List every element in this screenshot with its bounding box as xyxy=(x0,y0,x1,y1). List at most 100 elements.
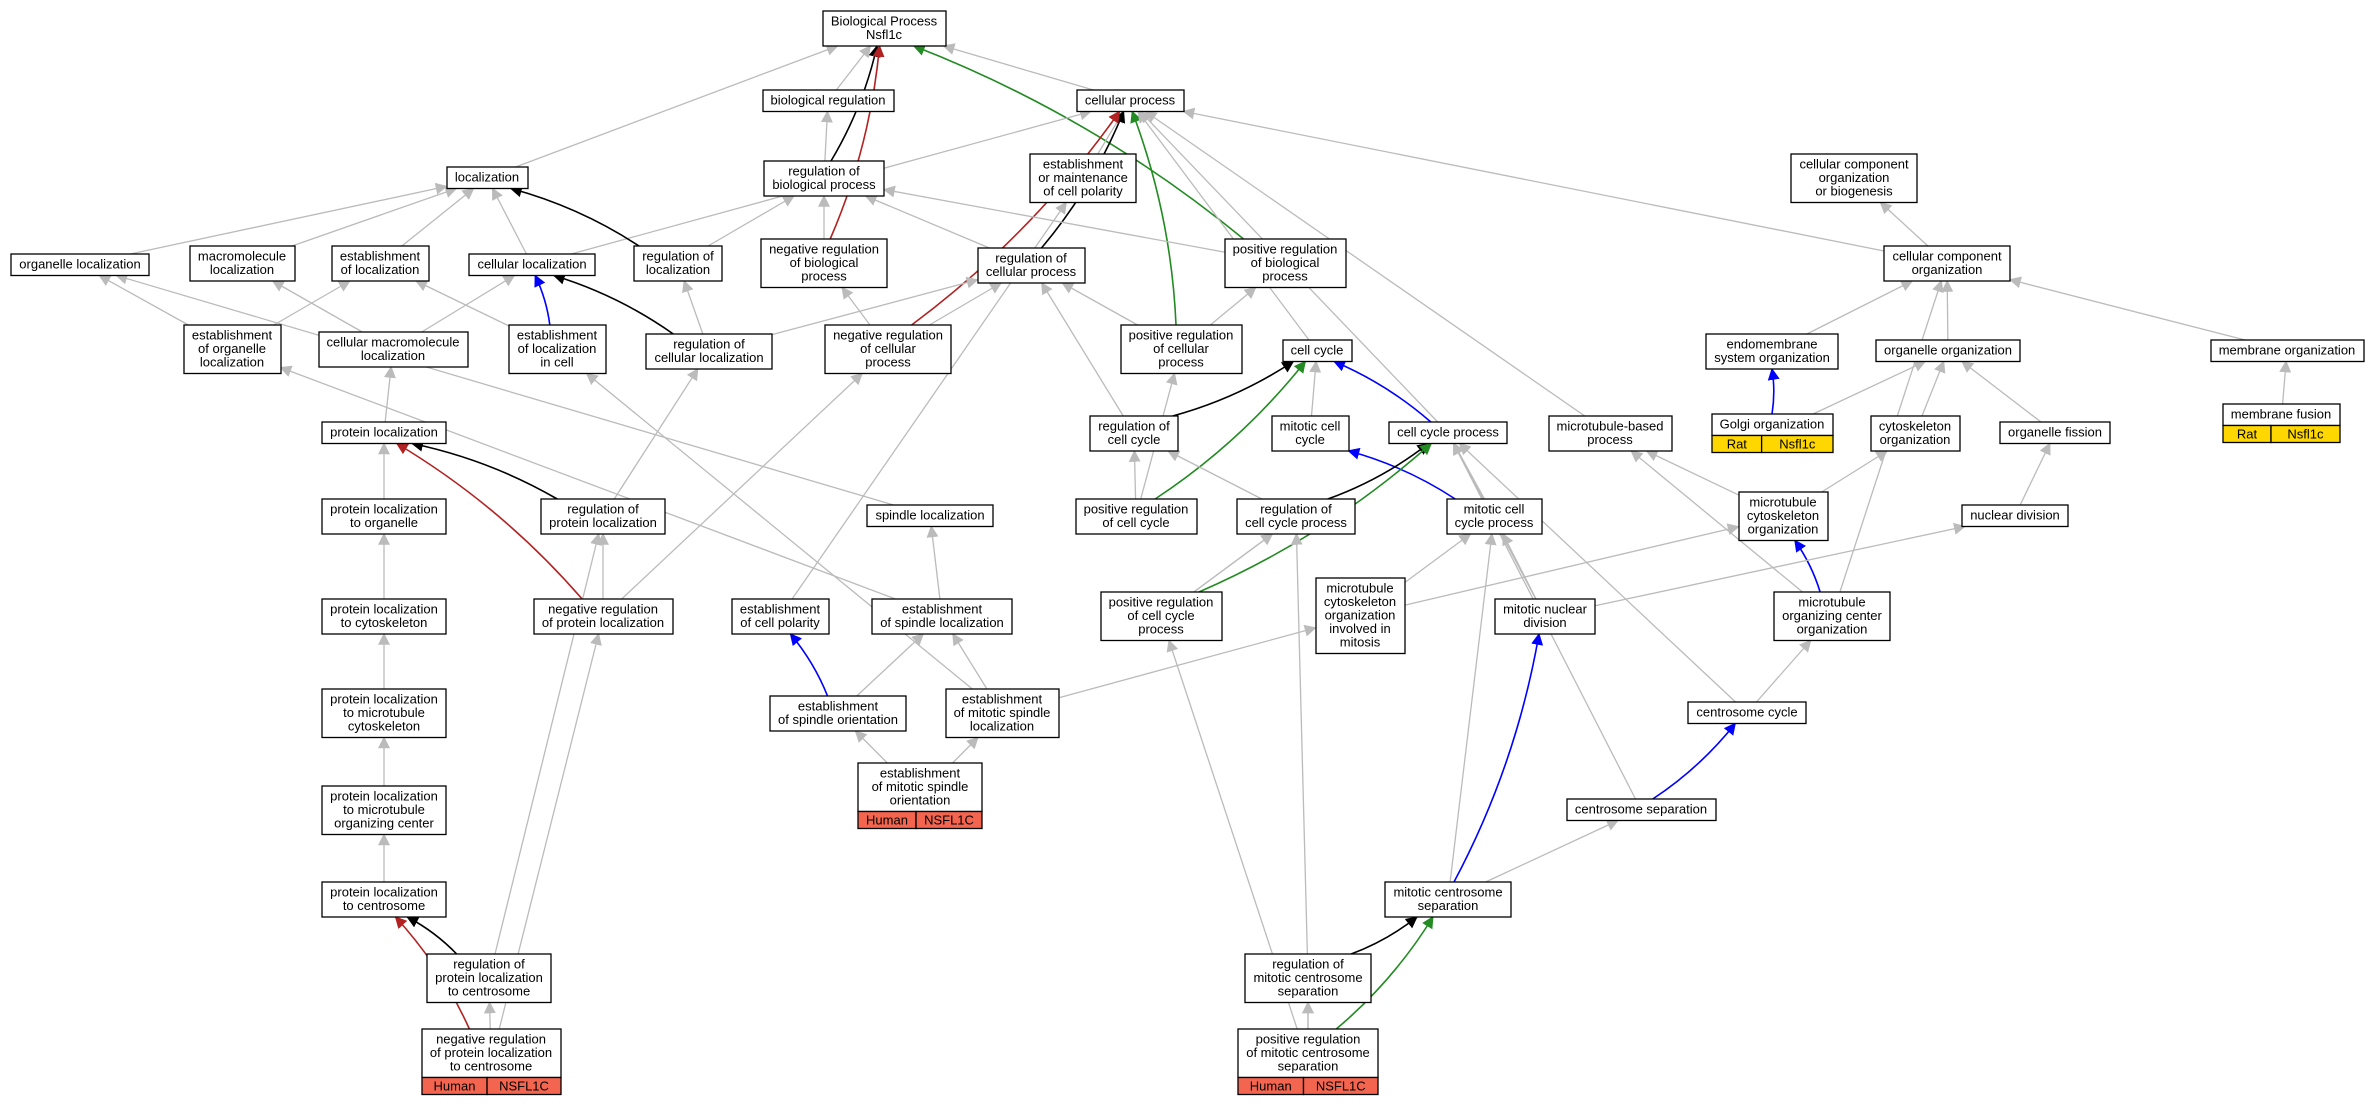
node-label-line: of cell cycle xyxy=(1127,608,1194,623)
node-label-line: Nsfl1c xyxy=(866,27,903,42)
go-term-node-cellloc[interactable]: cellular localization xyxy=(468,253,596,277)
edge-is-a xyxy=(1309,360,1322,417)
go-term-node-loc[interactable]: localization xyxy=(446,166,529,190)
edge-occurs-in xyxy=(1453,632,1544,883)
node-box xyxy=(1237,1028,1379,1079)
node-label-line: of biological xyxy=(790,255,859,270)
edge-regulates xyxy=(410,439,558,500)
node-label-line: membrane organization xyxy=(2219,343,2356,358)
edge-is-a xyxy=(1645,450,1739,496)
node-box xyxy=(540,498,666,535)
edge-is-a xyxy=(401,187,475,247)
node-label-line: positive regulation xyxy=(1084,502,1189,517)
go-term-node-orgfission[interactable]: organelle fission xyxy=(1999,421,2111,445)
edge-is-a xyxy=(291,186,458,247)
edge-is-a xyxy=(1630,450,1803,593)
annotation-tag-label: Human xyxy=(1250,1079,1292,1094)
go-term-node-cellproc[interactable]: cellular process xyxy=(1076,89,1185,113)
node-label-line: establishment xyxy=(880,766,961,781)
node-label-line: localization xyxy=(455,170,519,185)
go-term-node-cellcycle[interactable]: cell cycle xyxy=(1282,339,1353,363)
go-term-node-mtcytomitosis[interactable]: microtubulecytoskeletonorganizationinvol… xyxy=(1315,577,1406,655)
go-term-node-centcycle[interactable]: centrosome cycle xyxy=(1687,701,1807,725)
node-box xyxy=(1120,324,1243,375)
go-term-node-centsep[interactable]: centrosome separation xyxy=(1566,798,1717,822)
annotation-tag-label: Human xyxy=(434,1079,476,1094)
edge-is-a xyxy=(1449,532,1497,883)
go-term-node-nucdiv[interactable]: nuclear division xyxy=(1961,504,2069,528)
edge-is-a xyxy=(483,1001,496,1030)
go-term-node-memorg[interactable]: membrane organization xyxy=(2210,339,2365,363)
node-box xyxy=(822,10,947,47)
node-label-line: positive regulation xyxy=(1129,328,1234,343)
go-term-node-protloc[interactable]: protein localization xyxy=(321,421,447,445)
go-term-node-breg[interactable]: biological regulation xyxy=(762,89,895,113)
node-label-line: protein localization xyxy=(330,425,438,440)
node-box xyxy=(321,421,447,445)
annotation-tag-label: Rat xyxy=(1727,437,1748,452)
go-term-node-orgorg[interactable]: organelle organization xyxy=(1875,339,2021,363)
node-label-line: process xyxy=(1262,269,1308,284)
edge-is-a xyxy=(820,110,833,162)
go-term-node-ccproc[interactable]: cell cycle process xyxy=(1388,421,1508,445)
node-box xyxy=(426,953,552,1004)
node-box xyxy=(762,89,895,113)
go-term-node-orgloc[interactable]: organelle localization xyxy=(10,253,150,277)
annotation-tag-cell xyxy=(1302,1076,1379,1096)
node-label-line: separation xyxy=(1278,984,1339,999)
go-term-node-spindleloc[interactable]: spindle localization xyxy=(866,504,994,528)
node-label-line: cellular process xyxy=(986,264,1077,279)
node-label-line: establishment xyxy=(517,328,598,343)
node-label-line: spindle localization xyxy=(875,508,984,523)
node-label-line: establishment xyxy=(1043,157,1124,172)
